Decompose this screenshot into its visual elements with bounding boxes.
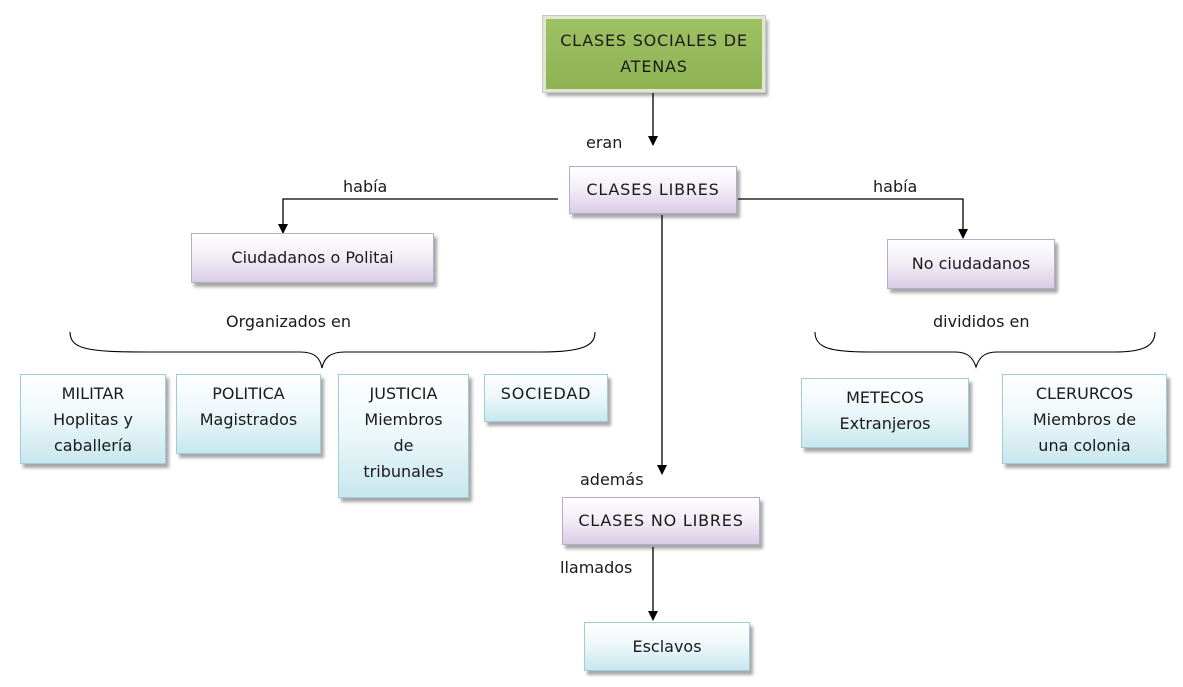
- node-politica: POLITICA Magistrados: [176, 374, 321, 454]
- node-no-ciudadanos: No ciudadanos: [887, 239, 1055, 289]
- node-metecos-text: METECOS Extranjeros: [839, 388, 931, 433]
- node-sociedad-text: SOCIEDAD: [500, 384, 592, 403]
- link-label-divididos: divididos en: [933, 312, 1030, 331]
- node-clases-libres-text: CLASES LIBRES: [586, 180, 720, 199]
- brace-right: [814, 331, 1156, 369]
- node-justicia-text: JUSTICIA Miembros de tribunales: [363, 384, 444, 481]
- node-militar: MILITAR Hoplitas y caballería: [20, 374, 166, 464]
- node-clases-libres: CLASES LIBRES: [569, 166, 737, 214]
- arrow-libres-to-ciudadanos: [278, 198, 558, 234]
- node-clerurcos-text: CLERURCOS Miembros de una colonia: [1032, 384, 1137, 455]
- link-label-habia-right: había: [873, 177, 918, 196]
- node-militar-text: MILITAR Hoplitas y caballería: [53, 384, 133, 455]
- arrow-libres-to-no-ciudadanos: [738, 198, 968, 239]
- node-metecos: METECOS Extranjeros: [801, 378, 969, 448]
- link-label-habia-left: había: [343, 177, 388, 196]
- node-ciudadanos-text: Ciudadanos o Politai: [231, 248, 394, 267]
- link-label-ademas: además: [580, 470, 644, 489]
- node-clases-no-libres-text: CLASES NO LIBRES: [578, 511, 744, 530]
- node-politica-text: POLITICA Magistrados: [199, 384, 298, 429]
- link-label-llamados: llamados: [560, 558, 633, 577]
- node-no-ciudadanos-text: No ciudadanos: [911, 254, 1031, 273]
- node-justicia: JUSTICIA Miembros de tribunales: [338, 374, 469, 498]
- link-label-organizados: Organizados en: [226, 312, 351, 331]
- node-esclavos: Esclavos: [584, 622, 750, 671]
- link-label-eran: eran: [586, 133, 623, 152]
- node-clases-no-libres: CLASES NO LIBRES: [562, 497, 760, 545]
- title-text: CLASES SOCIALES DE ATENAS: [560, 31, 748, 76]
- title-node: CLASES SOCIALES DE ATENAS: [542, 15, 766, 93]
- node-sociedad: SOCIEDAD: [484, 374, 608, 422]
- node-esclavos-text: Esclavos: [632, 636, 702, 656]
- brace-left: [69, 331, 596, 369]
- node-clerurcos: CLERURCOS Miembros de una colonia: [1002, 374, 1167, 464]
- node-ciudadanos: Ciudadanos o Politai: [191, 233, 434, 283]
